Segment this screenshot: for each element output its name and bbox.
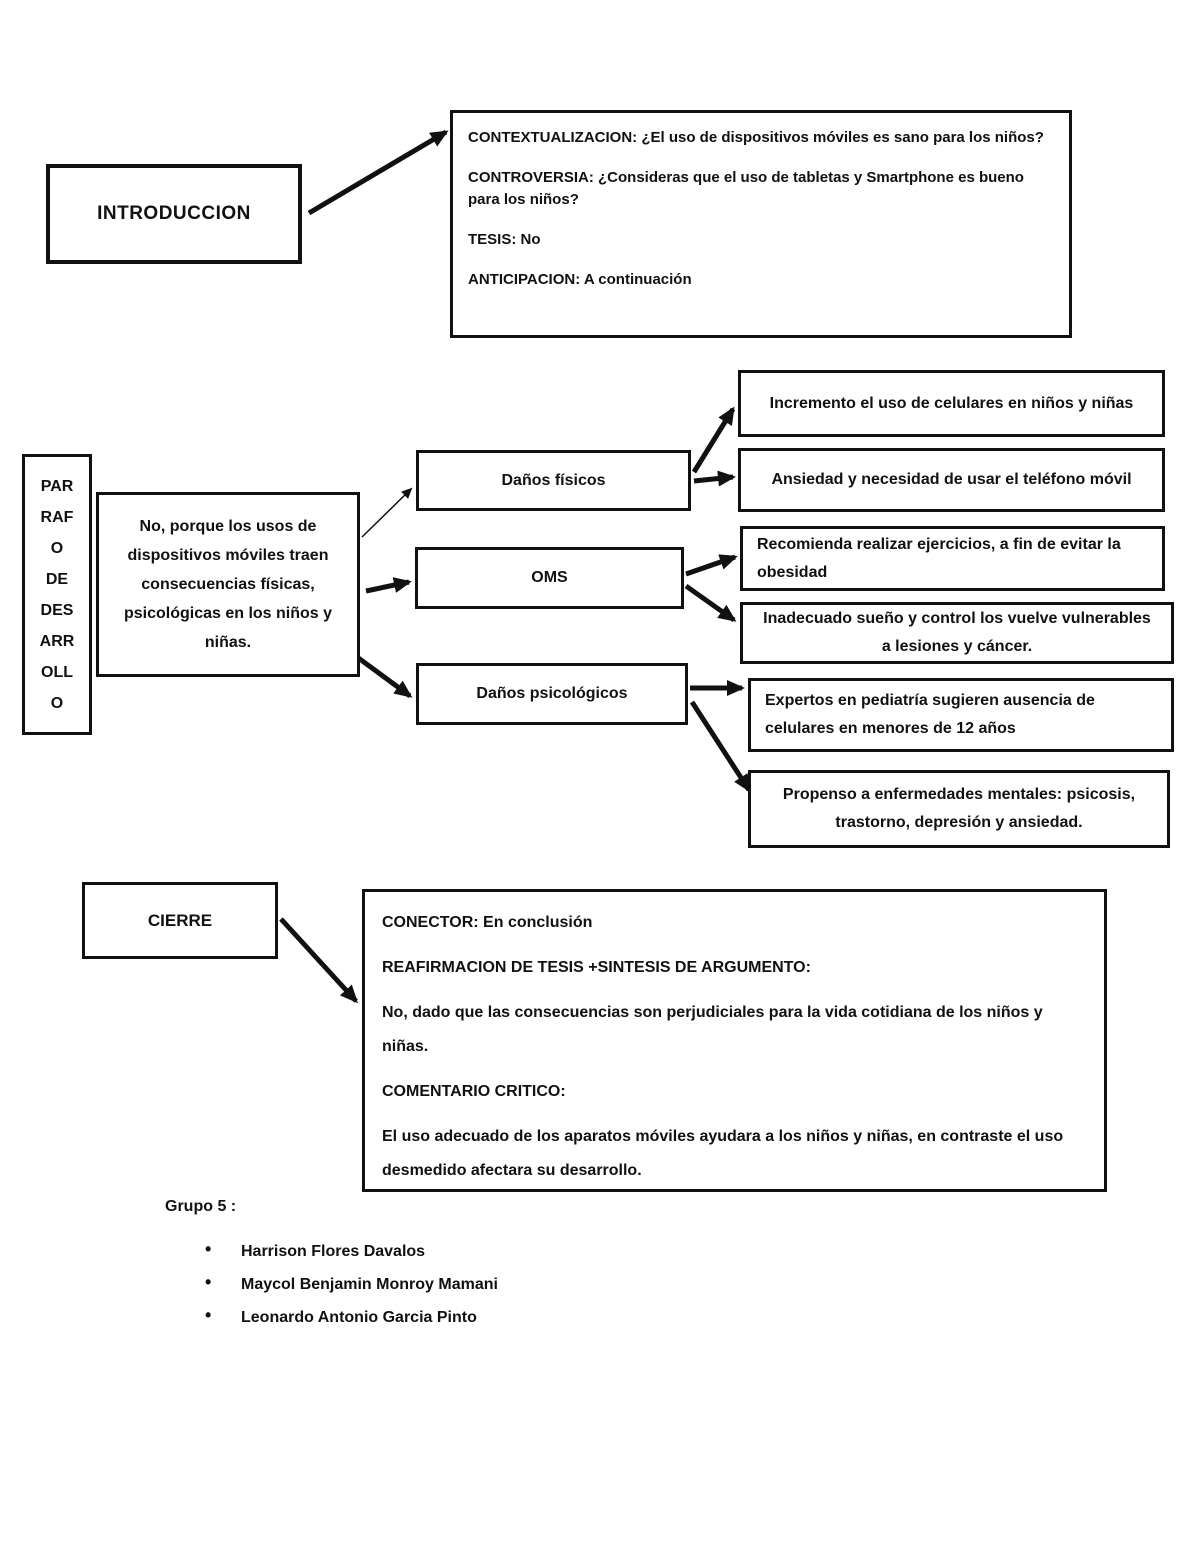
introduction-box: INTRODUCCION [46, 164, 302, 264]
conector-label: CONECTOR: [382, 914, 479, 931]
reafirmacion-line: REAFIRMACION DE TESIS +SINTESIS DE ARGUM… [382, 951, 1087, 985]
detail-ansiedad-box: Ansiedad y necesidad de usar el teléfono… [738, 448, 1165, 512]
bullet-icon: • [205, 1305, 212, 1325]
controversia-label: CONTROVERSIA: [468, 169, 594, 186]
side-label-line: DE [45, 570, 69, 588]
anticipacion-label: ANTICIPACION: [468, 271, 581, 288]
contextualizacion-line: CONTEXTUALIZACION: ¿El uso de dispositiv… [468, 127, 1054, 149]
contextualizacion-label: CONTEXTUALIZACION: [468, 129, 638, 146]
anticipacion-line: ANTICIPACION: A continuación [468, 269, 1054, 291]
comentario-critico-line: COMENTARIO CRITICO: [382, 1075, 1087, 1109]
detail-recomienda-text: Recomienda realizar ejercicios, a fin de… [757, 535, 1121, 581]
side-label-line: OLL [41, 663, 73, 681]
detail-inadecuado-sueno-box: Inadecuado sueño y control los vuelve vu… [740, 602, 1174, 664]
arrow-fisicos-to-incremento-icon [691, 406, 736, 474]
bullet-icon: • [205, 1272, 212, 1292]
detail-incremento-box: Incremento el uso de celulares en niños … [738, 370, 1165, 437]
category-danos-fisicos-box: Daños físicos [416, 450, 691, 511]
conector-text: En conclusión [483, 914, 593, 931]
arrow-intro-to-detail-icon [307, 129, 449, 216]
detail-enfermedades-mentales-box: Propenso a enfermedades mentales: psicos… [748, 770, 1170, 848]
member-name: Leonardo Antonio Garcia Pinto [241, 1309, 477, 1326]
reafirmacion-label: REAFIRMACION DE TESIS +SINTESIS DE ARGUM… [382, 959, 811, 976]
comentario-critico-body-line: El uso adecuado de los aparatos móviles … [382, 1120, 1087, 1188]
member-name: Harrison Flores Davalos [241, 1243, 426, 1260]
arrow-oms-to-recomienda-icon [685, 554, 738, 577]
bullet-icon: • [205, 1239, 212, 1259]
reafirmacion-body-line: No, dado que las consecuencias son perju… [382, 996, 1087, 1064]
detail-ansiedad-text: Ansiedad y necesidad de usar el teléfono… [771, 471, 1132, 488]
introduction-detail-box: CONTEXTUALIZACION: ¿El uso de dispositiv… [450, 110, 1072, 338]
footer-group-section: Grupo 5 : • Harrison Flores Davalos • Mayc… [165, 1198, 865, 1341]
comentario-critico-body-text: El uso adecuado de los aparatos móviles … [382, 1128, 1064, 1179]
controversia-text: ¿Consideras que el uso de tabletas y Sma… [468, 169, 1024, 208]
contextualizacion-text: ¿El uso de dispositivos móviles es sano … [641, 129, 1044, 146]
arrow-central-to-danos-psicologicos-icon [355, 654, 413, 699]
tesis-label: TESIS: [468, 231, 517, 248]
arrow-oms-to-inadecuado-icon [684, 583, 737, 623]
development-thesis-text: No, porque los usos de dispositivos móvi… [123, 518, 333, 651]
development-thesis-box: No, porque los usos de dispositivos móvi… [96, 492, 360, 677]
comentario-critico-label: COMENTARIO CRITICO: [382, 1083, 566, 1100]
conector-line: CONECTOR: En conclusión [382, 906, 1087, 940]
reafirmacion-body-text: No, dado que las consecuencias son perju… [382, 1004, 1043, 1055]
group-label: Grupo 5 : [165, 1198, 237, 1215]
detail-recomienda-box: Recomienda realizar ejercicios, a fin de… [740, 526, 1165, 591]
category-oms-box: OMS [415, 547, 684, 609]
arrow-fisicos-to-ansiedad-icon [693, 470, 736, 487]
category-danos-psicologicos-label: Daños psicológicos [476, 685, 628, 702]
side-label-line: O [50, 694, 64, 712]
member-item: • Leonardo Antonio Garcia Pinto [165, 1305, 865, 1327]
cierre-label: CIERRE [147, 910, 213, 930]
side-label-line: PAR [40, 477, 74, 495]
detail-inadecuado-sueno-text: Inadecuado sueño y control los vuelve vu… [763, 610, 1151, 655]
controversia-line: CONTROVERSIA: ¿Consideras que el uso de … [468, 167, 1054, 211]
introduction-label: INTRODUCCION [97, 203, 251, 224]
side-label-line: RAF [40, 508, 74, 526]
category-oms-label: OMS [531, 569, 568, 586]
detail-expertos-pediatria-text: Expertos en pediatría sugieren ausencia … [765, 692, 1095, 737]
tesis-line: TESIS: No [468, 229, 1054, 251]
detail-expertos-pediatria-box: Expertos en pediatría sugieren ausencia … [748, 678, 1174, 752]
arrow-central-to-oms-icon [365, 577, 412, 594]
detail-incremento-text: Incremento el uso de celulares en niños … [769, 394, 1134, 412]
arrow-central-to-danos-fisicos-icon [361, 487, 413, 538]
parrafo-desarrollo-side-label: PAR RAF O DE DES ARR OLL O [22, 454, 92, 735]
arrow-cierre-to-conclusion-icon [279, 917, 359, 1004]
cierre-box: CIERRE [82, 882, 278, 959]
member-list: • Harrison Flores Davalos • Maycol Benjami… [165, 1239, 865, 1327]
side-label-line: ARR [39, 632, 75, 650]
cierre-detail-box: CONECTOR: En conclusión REAFIRMACION DE … [362, 889, 1107, 1192]
side-label-line: DES [40, 601, 74, 619]
category-danos-fisicos-label: Daños físicos [501, 471, 606, 489]
member-item: • Maycol Benjamin Monroy Mamani [165, 1272, 865, 1294]
member-name: Maycol Benjamin Monroy Mamani [241, 1276, 498, 1293]
tesis-text: No [520, 231, 541, 248]
member-item: • Harrison Flores Davalos [165, 1239, 865, 1261]
detail-enfermedades-mentales-text: Propenso a enfermedades mentales: psicos… [782, 786, 1136, 831]
arrow-psico-to-propenso-icon [689, 700, 752, 793]
anticipacion-text: A continuación [583, 271, 692, 288]
side-label-line: O [50, 539, 64, 557]
category-danos-psicologicos-box: Daños psicológicos [416, 663, 688, 725]
